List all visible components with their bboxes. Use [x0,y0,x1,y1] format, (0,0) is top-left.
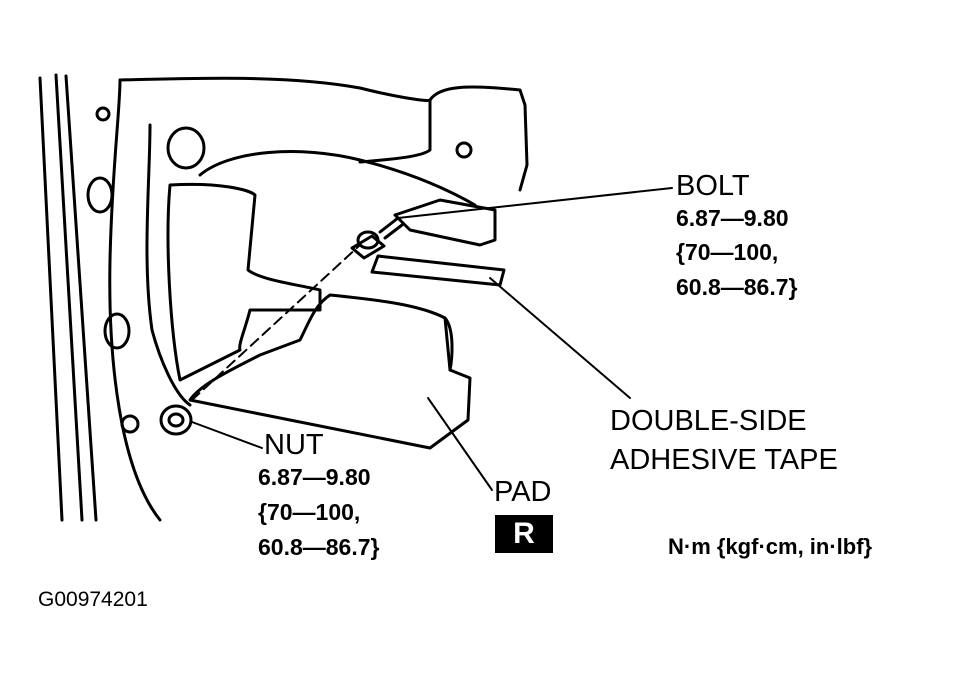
right-side-badge: R [495,515,553,553]
bolt-torque-nm: 6.87—9.80 [676,205,789,231]
bolt-receiver [393,198,497,247]
inner-panel [145,123,477,407]
nut-label: NUT [264,429,324,461]
bolt-torque-kgfcm: {70—100, [676,239,779,265]
bolt-torque-inlbf: 60.8—86.7} [676,274,798,300]
tape-label-line2: ADHESIVE TAPE [610,444,838,476]
double-side-adhesive-tape [370,254,506,287]
nut [159,404,193,436]
tape-label-line1: DOUBLE-SIDE [610,405,807,437]
door-holes [86,106,206,434]
figure-code: G00974201 [38,588,148,611]
upper-pad [166,182,322,382]
door-frame [38,73,432,522]
bolt [350,216,404,260]
leader-lines [191,187,673,491]
nut-torque-kgfcm: {70—100, [258,499,361,525]
bolt-label: BOLT [676,170,750,202]
nut-torque-nm: 6.87—9.80 [258,464,371,490]
installation-axis [191,244,361,401]
nut-torque-inlbf: 60.8—86.7} [258,534,380,560]
pad [188,293,472,450]
pad-label: PAD [494,476,552,508]
upper-bracket [358,85,529,192]
torque-units: N·m {kgf·cm, in·lbf} [668,534,873,559]
